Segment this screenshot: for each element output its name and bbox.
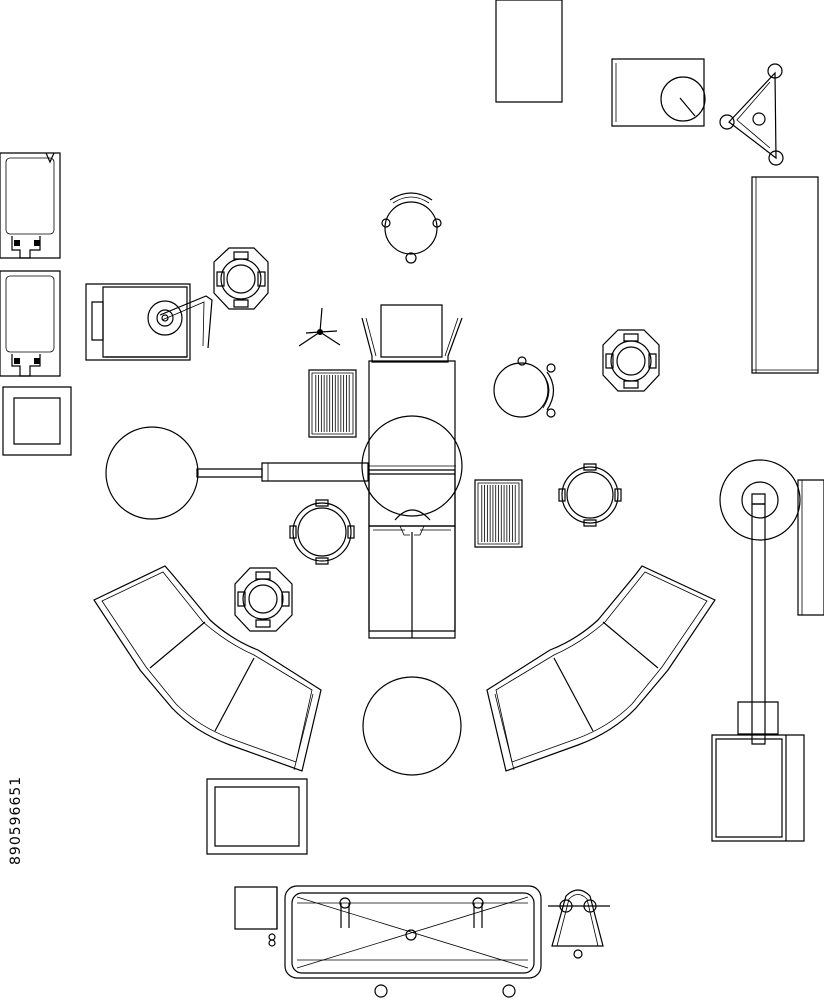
dental-light-arm [106,427,368,519]
sink-cabinet-2 [0,271,60,376]
curved-sofa-right [487,566,715,771]
stool-round-top [382,193,441,263]
counter-right [752,177,818,373]
stool-ring-left [290,500,354,564]
cart-small [235,887,277,946]
sink-cabinet-1 [0,153,60,258]
stool-octagon-3 [235,568,292,631]
curved-sofa-left [94,566,321,771]
stock-id-text: 890596651 [8,775,24,865]
treatment-bed [285,886,541,997]
wall-panel-top [496,0,562,102]
stool-octagon-1 [214,248,268,309]
operator-stool [548,890,610,958]
grate-right [475,480,522,547]
sterilizer-cabinet-top [612,59,705,126]
stool-octagon-2 [603,330,659,391]
tripod-stand [720,64,783,165]
stool-ring-right [559,464,621,526]
dental-cabinet-left [86,284,212,360]
dental-chair [362,305,462,638]
xray-arm-stand [720,460,824,744]
round-table-center [363,677,461,775]
foot-pedal-star [299,308,340,346]
grate-left [309,370,356,437]
stool-round-right [494,357,555,417]
xray-cabinet [712,735,804,841]
wall-frame-bottom [207,779,307,854]
side-table-left [3,387,71,455]
